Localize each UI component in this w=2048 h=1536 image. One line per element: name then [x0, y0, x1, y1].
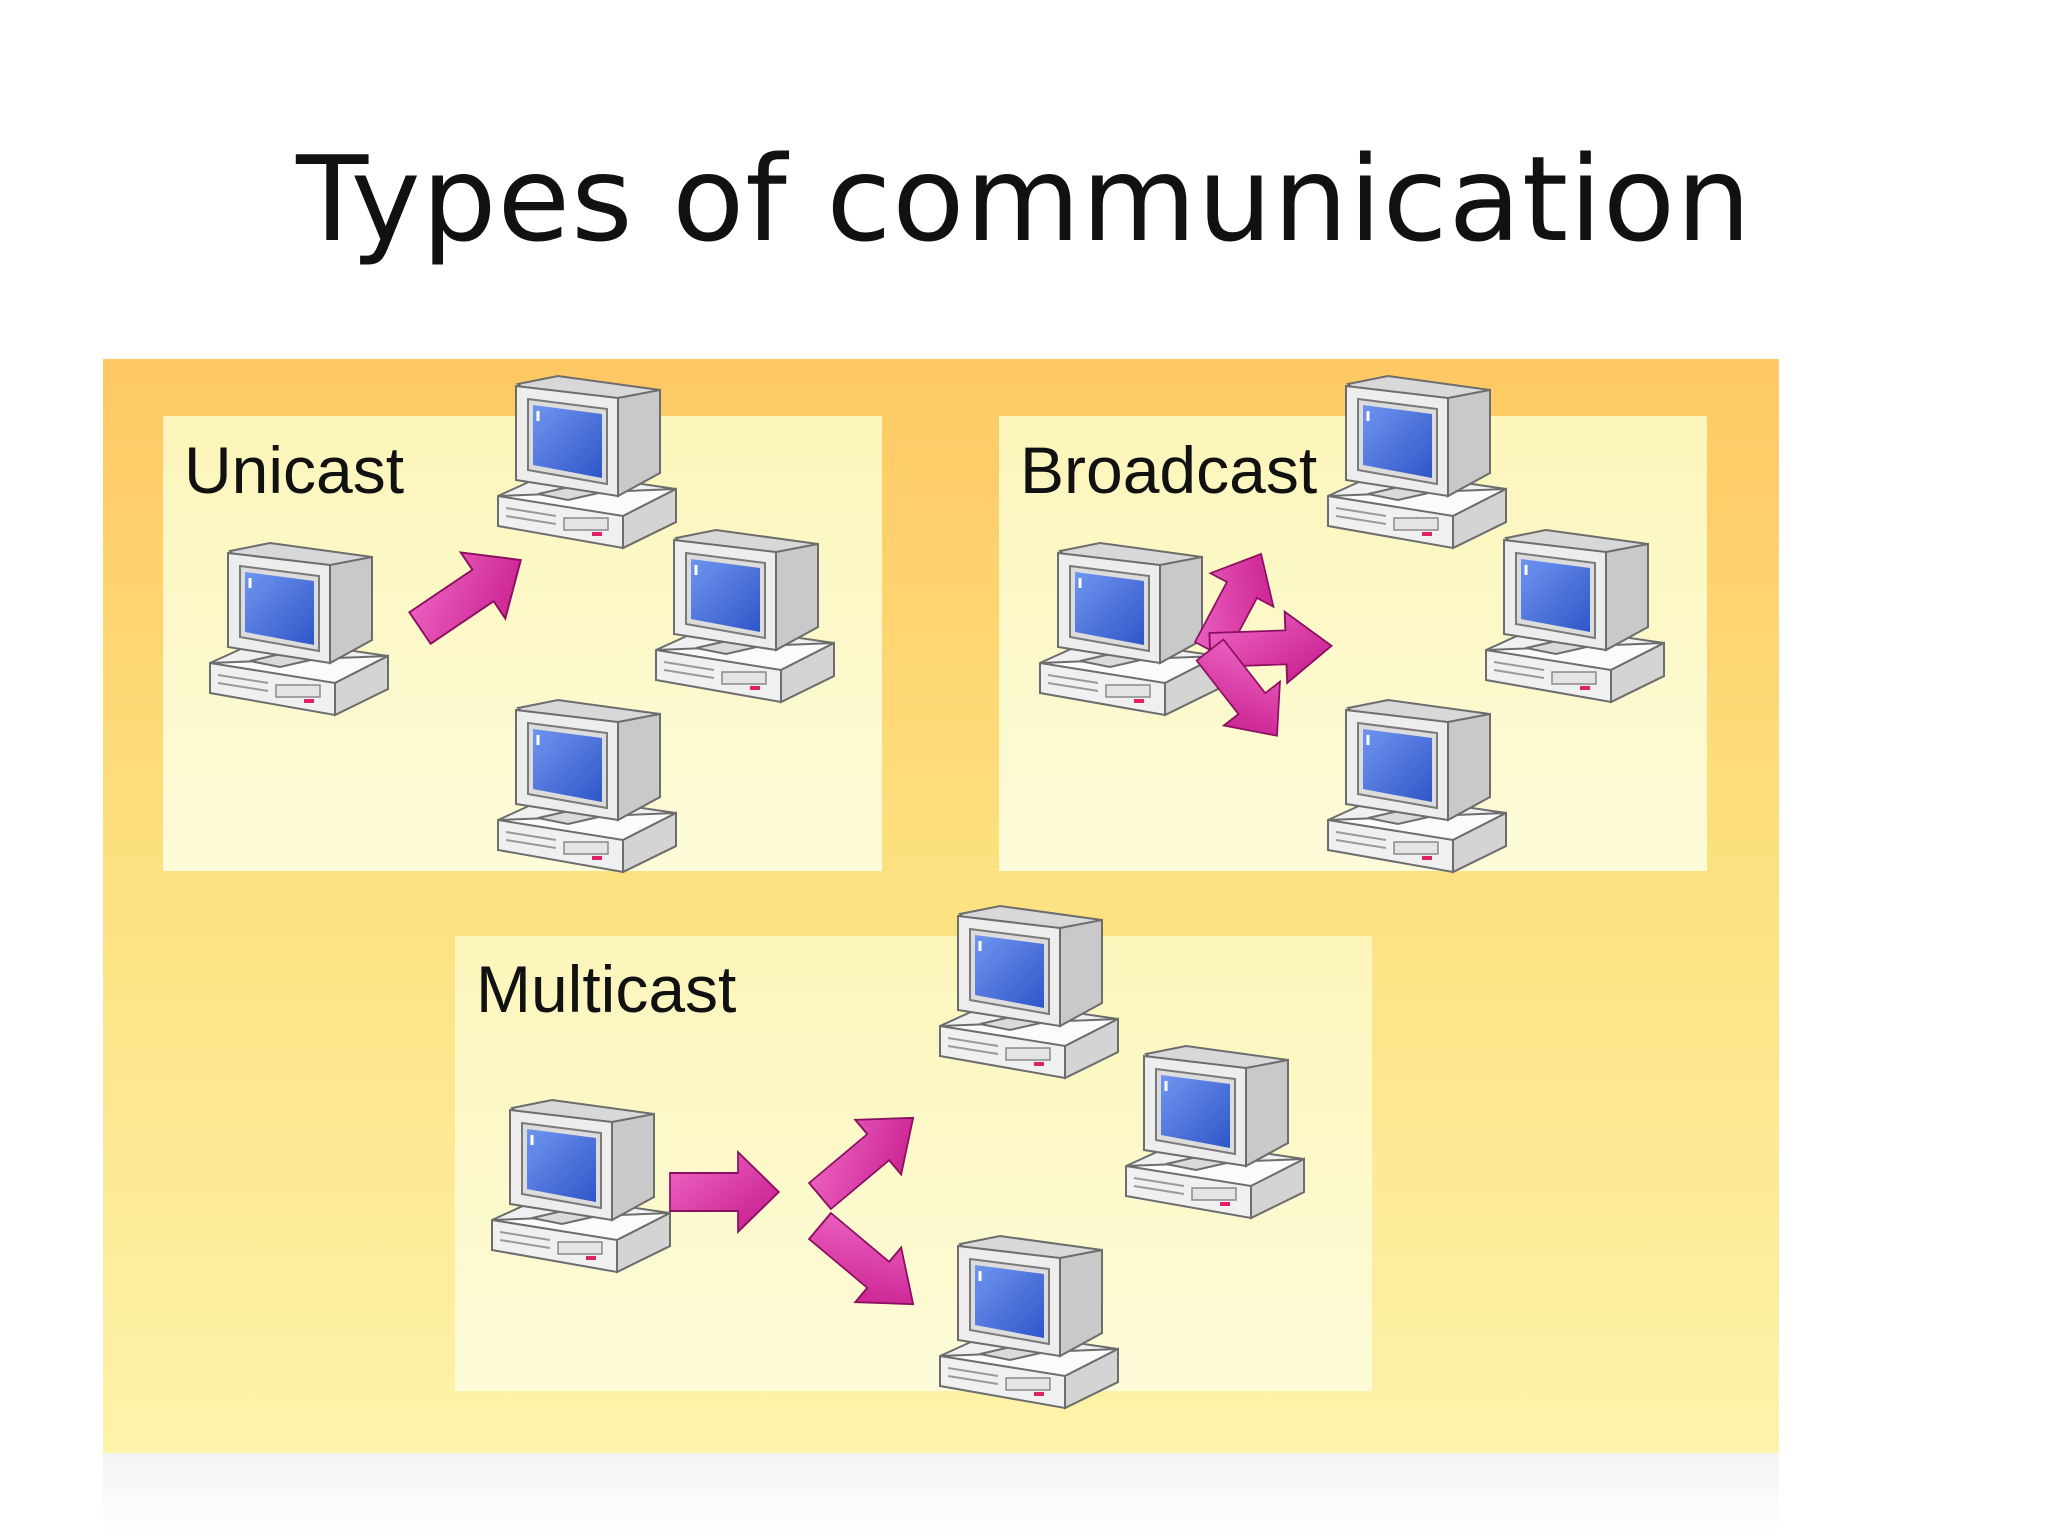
- arrow-icon: [396, 525, 545, 663]
- broadcast-diagram: [1038, 374, 1666, 874]
- slide-title: Types of communication: [296, 130, 1752, 268]
- arrow-icon: [796, 1089, 938, 1225]
- multicast-diagram: [490, 904, 1306, 1410]
- computer-icon: [1326, 698, 1508, 874]
- computer-icon: [654, 528, 836, 704]
- computer-icon: [496, 698, 678, 874]
- multicast-label: Multicast: [476, 952, 737, 1026]
- computer-icon: [1038, 541, 1220, 717]
- computer-icon: [490, 1098, 672, 1274]
- computer-icon: [1326, 374, 1508, 550]
- computer-icon: [1124, 1044, 1306, 1220]
- arrow-icon: [669, 1151, 780, 1233]
- computer-icon: [496, 374, 678, 550]
- computer-icon: [938, 1234, 1120, 1410]
- computer-icon: [1484, 528, 1666, 704]
- unicast-label: Unicast: [184, 433, 405, 507]
- arrow-icon: [796, 1197, 938, 1333]
- computer-icon: [208, 541, 390, 717]
- broadcast-label: Broadcast: [1020, 433, 1318, 507]
- bottom-fade: [103, 1453, 1779, 1536]
- computer-icon: [938, 904, 1120, 1080]
- unicast-diagram: [208, 374, 836, 874]
